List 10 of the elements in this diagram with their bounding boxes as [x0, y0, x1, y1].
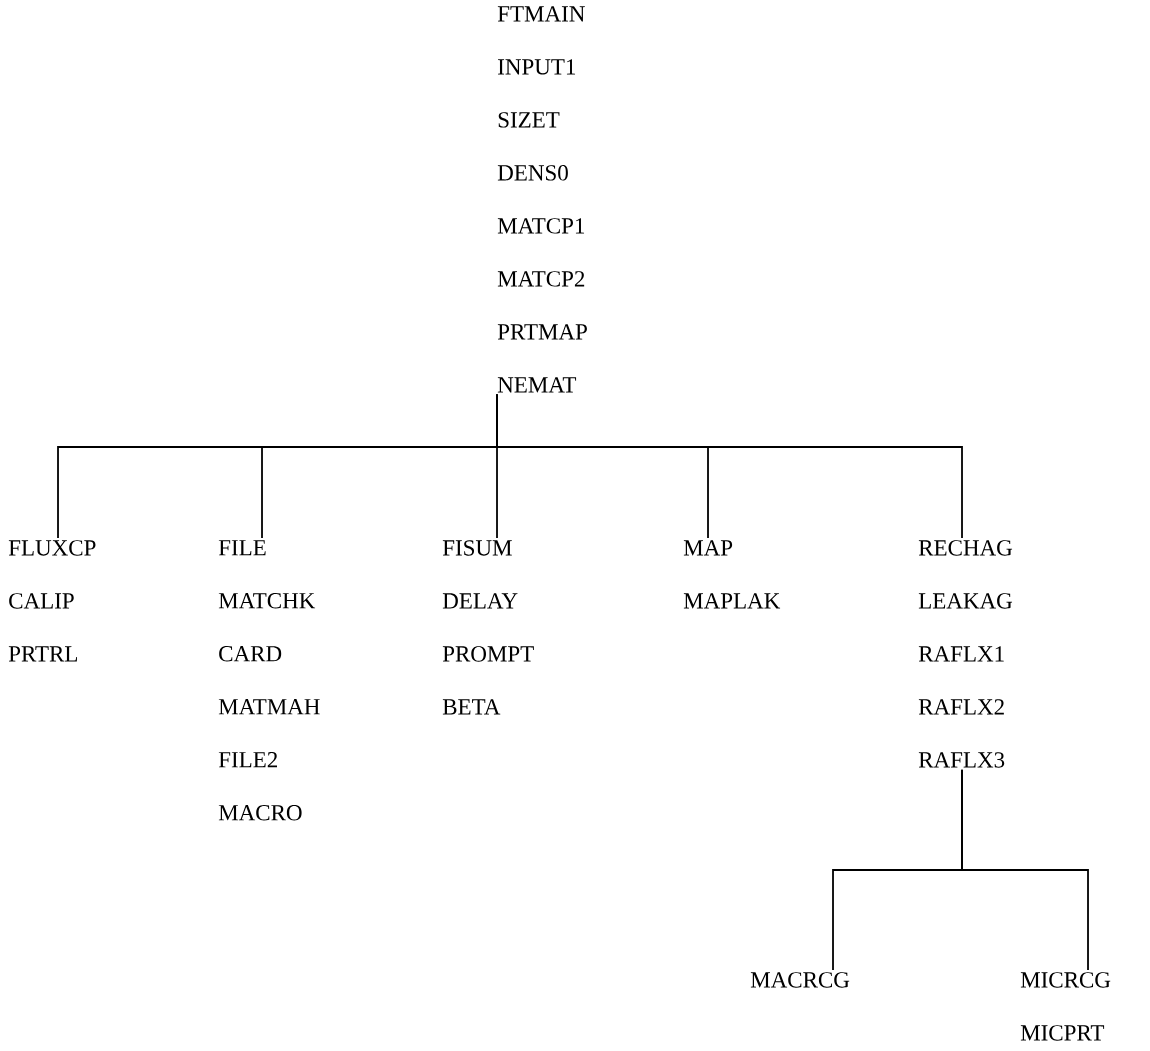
routine-list: FILE MATCHK CARD MATMAH FILE2 MACRO	[218, 540, 320, 821]
tree-connector	[961, 768, 1089, 971]
routine-list: FISUM DELAY PROMPT BETA	[442, 540, 534, 715]
routine-list: MICRCG MICPRT	[1020, 972, 1111, 1041]
routine-list: MAP MAPLAK	[683, 540, 781, 609]
routine-list: FTMAIN INPUT1 SIZET DENS0 MATCP1 MATCP2 PRTMAP NEMAT	[497, 6, 587, 393]
routine-list: FLUXCP CALIP PRTRL	[8, 540, 96, 662]
tree-connector	[496, 393, 963, 539]
routine-list: MACRCG	[750, 972, 850, 988]
routine-list: RECHAG LEAKAG RAFLX1 RAFLX2 RAFLX3	[918, 540, 1013, 768]
